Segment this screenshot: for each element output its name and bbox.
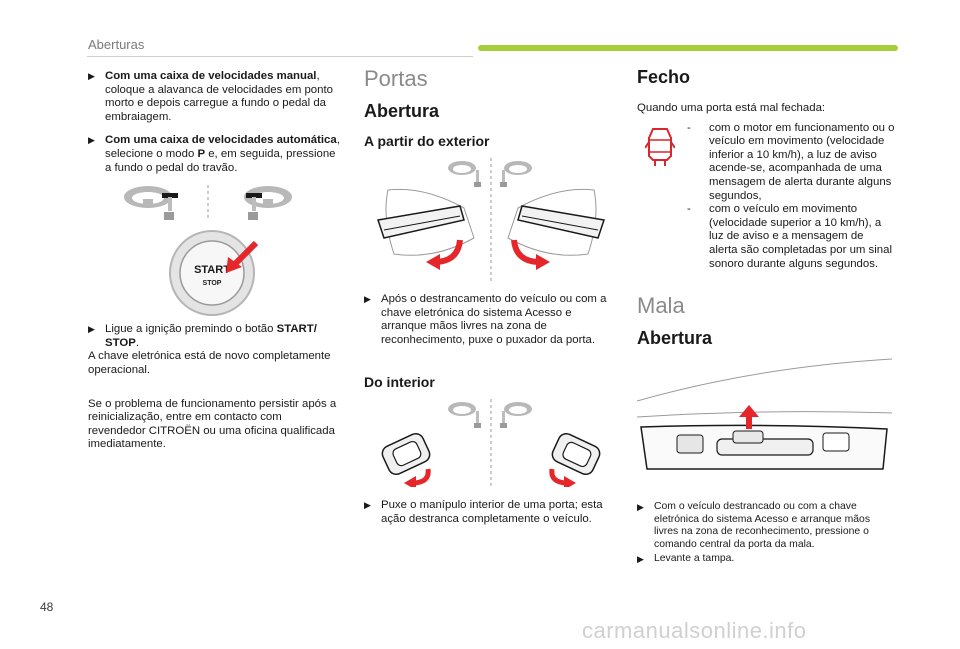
bold-text: Com uma caixa de velocidades manual xyxy=(105,70,317,82)
text: Com o veículo destrancado ou com a chave… xyxy=(654,501,871,550)
steering-wheel-icon xyxy=(448,161,481,187)
trunk-handle xyxy=(716,438,814,456)
exterior-handle-illustration xyxy=(364,158,618,283)
paragraph-door-not-closed: Quando uma porta está mal fechada: xyxy=(637,102,826,114)
stop-label: STOP xyxy=(203,280,222,287)
heading-interior: Do interior xyxy=(364,374,435,391)
bullet-manual-gearbox: ▶ Com uma caixa de velocidades manual, c… xyxy=(88,70,340,124)
section-title-fecho: Fecho xyxy=(637,67,691,87)
section-title-portas: Portas xyxy=(364,66,428,91)
watermark: carmanualsonline.info xyxy=(582,618,807,643)
bullet-marker-icon: ▶ xyxy=(637,502,644,513)
list-item: -com o motor em funcionamento ou o veícu… xyxy=(687,121,895,202)
steering-wheel-icon xyxy=(500,402,532,429)
start-label: START xyxy=(194,264,230,276)
red-arrow-icon xyxy=(226,241,259,274)
trunk-instructions: ▶ Com o veículo destrancado ou com a cha… xyxy=(637,501,895,565)
text: com o veículo em movimento (velocidade s… xyxy=(709,203,892,270)
bullet-exterior-handle: ▶ Após o destrancamento do veículo ou co… xyxy=(364,293,618,347)
bullet-marker-icon: ▶ xyxy=(637,553,644,564)
list-item: -com o veículo em movimento (velocidade … xyxy=(687,203,895,271)
bullet-trunk-lift: ▶ Levante a tampa. xyxy=(637,553,895,566)
text: , coloque a alavanca de velocidades em p… xyxy=(105,70,333,123)
text: Ligue a ignição premindo o botão xyxy=(105,323,277,336)
column-middle: Portas Abertura A partir do exterior xyxy=(364,66,618,537)
section-title-mala: Mala xyxy=(637,293,685,319)
header-rule xyxy=(87,56,473,57)
door-handle-right xyxy=(517,205,605,239)
bullet-marker-icon: ▶ xyxy=(88,71,95,81)
mode-letter: P xyxy=(197,147,206,160)
start-stop-illustration: START STOP xyxy=(88,185,340,321)
door-open-warning-icon xyxy=(645,127,675,166)
steering-wheel-icon xyxy=(244,186,292,221)
running-header: Aberturas xyxy=(88,37,145,52)
text: com o motor em funcionamento ou o veícul… xyxy=(709,121,895,202)
bullet-automatic-gearbox: ▶ Com uma caixa de velocidades automátic… xyxy=(88,134,340,175)
subtitle-abertura: Abertura xyxy=(364,101,440,121)
text: Após o destrancamento do veículo ou com … xyxy=(381,293,607,346)
subtitle-abertura-mala: Abertura xyxy=(637,328,713,349)
steering-wheel-icon xyxy=(500,161,532,187)
door-handle-left xyxy=(377,205,465,239)
bullet-trunk-press: ▶ Com o veículo destrancado ou com a cha… xyxy=(637,501,895,551)
bold-text: Com uma caixa de velocidades automática xyxy=(105,134,337,147)
start-stop-figure: START STOP xyxy=(124,185,292,317)
column-left: ▶ Com uma caixa de velocidades manual, c… xyxy=(88,70,340,462)
text: Puxe o manípulo interior de uma porta; e… xyxy=(381,499,603,525)
bullet-marker-icon: ▶ xyxy=(88,324,95,335)
steering-wheel-icon xyxy=(124,186,178,221)
bullet-ignition: ▶ Ligue a ignição premindo o botão START… xyxy=(88,323,340,350)
column-right: Fecho Quando uma porta está mal fechada:… xyxy=(637,66,895,566)
header-accent-bar xyxy=(478,45,898,51)
bullet-marker-icon: ▶ xyxy=(364,294,371,304)
page-number: 48 xyxy=(40,600,54,614)
text: e, em seguida, pressione a fundo o pedal… xyxy=(105,147,336,174)
trunk-illustration xyxy=(637,357,895,477)
text: , selecione o modo xyxy=(105,134,340,160)
paragraph-contact-dealer: Se o problema de funcionamento persistir… xyxy=(88,397,337,451)
bullet-marker-icon: ▶ xyxy=(88,135,95,146)
warning-conditions-list: -com o motor em funcionamento ou o veícu… xyxy=(687,122,895,272)
text: . xyxy=(135,336,139,349)
exterior-handle-figure xyxy=(377,158,605,283)
bullet-marker-icon: ▶ xyxy=(364,500,371,511)
interior-handle-figure xyxy=(381,399,601,488)
paragraph-key-operational: A chave eletrónica está de novo completa… xyxy=(88,350,331,376)
interior-handle-illustration xyxy=(364,399,618,488)
text: Levante a tampa. xyxy=(654,552,735,564)
bold-text: START/ STOP xyxy=(105,323,317,349)
steering-wheel-icon xyxy=(448,402,481,429)
warning-block: -com o motor em funcionamento ou o veícu… xyxy=(637,122,895,272)
heading-exterior: A partir do exterior xyxy=(364,133,490,149)
trunk-figure xyxy=(637,358,893,470)
bullet-interior-handle: ▶ Puxe o manípulo interior de uma porta;… xyxy=(364,499,618,526)
